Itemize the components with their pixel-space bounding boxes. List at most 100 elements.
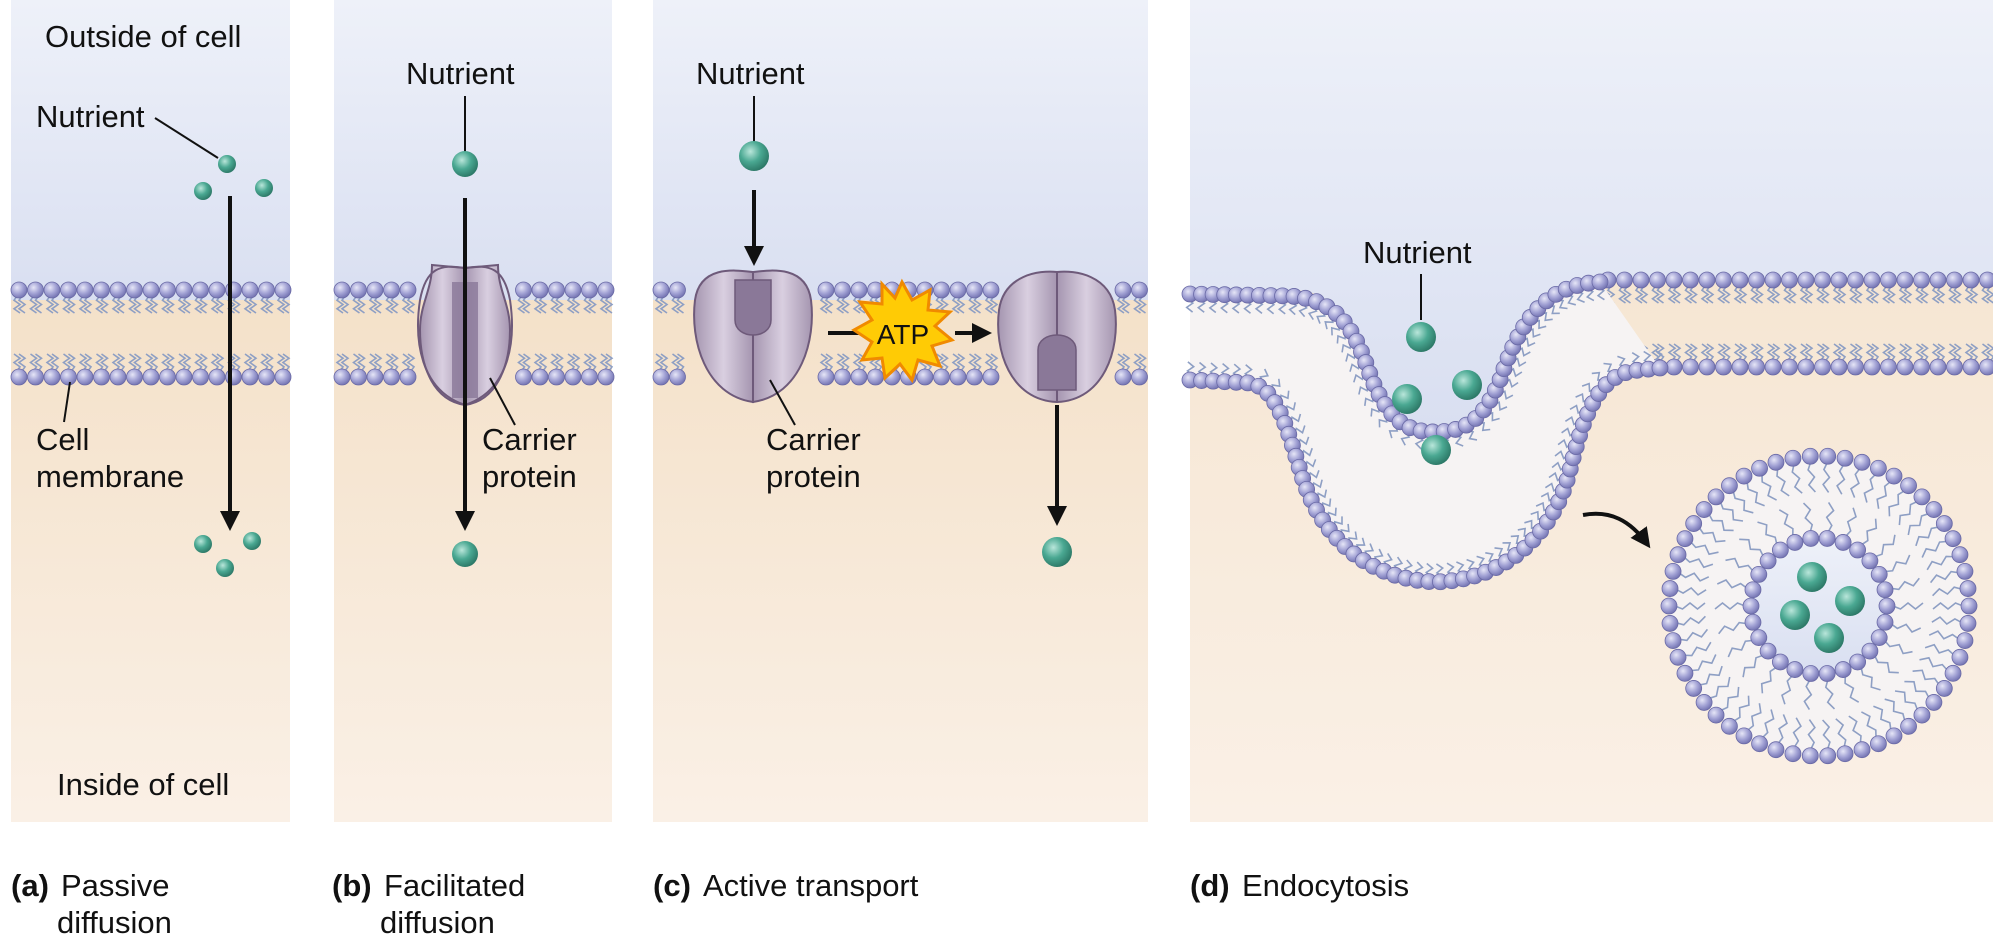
lipid-head (1870, 565, 1888, 583)
carrier-protein-label-c-1: Carrier (766, 422, 861, 457)
lipid-tail (1656, 285, 1665, 304)
lipid-head (1863, 271, 1881, 289)
lipid-head (274, 368, 292, 386)
lipid-tail (1986, 285, 1993, 304)
lipid-tail (951, 353, 961, 372)
lipid-tail (1667, 285, 1677, 304)
lipid-tail (1854, 285, 1863, 304)
nutrient-molecules-d-pit (1392, 322, 1482, 465)
lipid-head (1661, 580, 1679, 597)
lipid-tail (1865, 343, 1875, 362)
lipid-head (1944, 664, 1962, 682)
lipid-head (949, 368, 967, 386)
lipid-tail (973, 353, 982, 372)
lipid-tail (357, 353, 366, 372)
lipid-tail (352, 353, 361, 372)
lipid-head (817, 281, 835, 299)
lipid-tail (161, 295, 170, 314)
panel-d-content: Nutrient (1363, 235, 1865, 653)
lipid-head (225, 368, 242, 386)
lipid-tail (1850, 467, 1861, 498)
lipid-tail (128, 353, 137, 372)
lipid-tail (1700, 343, 1710, 362)
lipid-tail (1791, 464, 1803, 494)
lipid-head (27, 281, 44, 299)
lipid-tail (100, 295, 109, 314)
lipid-tail (989, 295, 999, 314)
lipid-head (1695, 501, 1713, 518)
lipid-head (966, 368, 983, 386)
lipid-tail (1672, 343, 1682, 362)
lipid-tail (199, 353, 208, 372)
lipid-head (1742, 597, 1760, 615)
caption-a-line-2: diffusion (57, 905, 172, 940)
lipid-tail (1884, 554, 1911, 573)
lipid-head (1847, 358, 1864, 376)
lipid-tail (940, 353, 949, 372)
lipid-tail (659, 295, 669, 314)
lipid-tail (1689, 285, 1698, 304)
lipid-head (1925, 501, 1943, 518)
lipid-head (1878, 597, 1896, 615)
lipid-head (1759, 552, 1777, 570)
lipid-head (867, 368, 884, 386)
lipid-head (1685, 515, 1703, 532)
lipid-tail (1733, 285, 1743, 304)
lipid-tail (1639, 285, 1649, 304)
panel-b-content: Nutrient Carrier protein (406, 56, 577, 567)
lipid-head (1797, 271, 1815, 289)
lipid-tail (390, 353, 399, 372)
lipid-tail (1771, 343, 1781, 362)
lipid-tail (1727, 639, 1754, 658)
lipid-head (1669, 546, 1687, 564)
lipid-tail (1832, 343, 1842, 362)
lipid-head (1814, 358, 1831, 376)
lipid-head (1750, 565, 1768, 583)
lipid-tail (95, 295, 104, 314)
lipid-tail (1822, 461, 1831, 493)
lipid-tail (1755, 285, 1764, 304)
lipid-head (1664, 563, 1682, 580)
lipid-tail (1675, 615, 1706, 626)
nutrient-label-c: Nutrient (696, 56, 805, 91)
lipid-tail (1719, 686, 1740, 712)
lipid-head (1913, 488, 1931, 506)
lipid-tail (1761, 709, 1775, 739)
lipid-head (126, 281, 143, 299)
lipid-tail (522, 295, 531, 314)
lipid-head (581, 368, 598, 386)
lipid-tail (133, 295, 142, 314)
lipid-head (175, 368, 193, 386)
caption-d-line-1: Endocytosis (1242, 868, 1409, 903)
lipid-tail (352, 295, 361, 314)
lipid-tail (1837, 285, 1847, 304)
lipid-tail (1750, 343, 1759, 362)
lipid-tail (1883, 639, 1913, 655)
lipid-head (192, 368, 209, 386)
lipid-tail (583, 353, 592, 372)
lipid-head (1786, 534, 1804, 551)
panel-a-content: Outside of cell Nutrient Cell membrane I… (36, 19, 273, 802)
lipid-tail (260, 353, 269, 372)
lipid-tail (1870, 285, 1880, 304)
lipid-head (1960, 597, 1978, 615)
lipid-head (1885, 727, 1903, 745)
lipid-tail (1683, 641, 1712, 657)
lipid-head (1661, 615, 1679, 632)
lipid-tail (1133, 295, 1142, 314)
lipid-tail (571, 295, 581, 314)
lipid-head (1649, 271, 1666, 289)
lipid-head (1801, 747, 1819, 765)
lipid-head (1944, 530, 1962, 548)
lipid-tail (29, 353, 38, 372)
lipid-head (1853, 741, 1871, 759)
lipid-head (43, 368, 61, 386)
lipid-tail (1873, 654, 1899, 674)
lipid-tail (824, 295, 834, 314)
lipid-tail (836, 353, 845, 372)
lipid-tail (1926, 555, 1955, 571)
lipid-head (1767, 741, 1785, 759)
lipid-tail (67, 353, 76, 372)
lipid-tail (1690, 654, 1717, 672)
lipid-tail (1898, 285, 1908, 304)
